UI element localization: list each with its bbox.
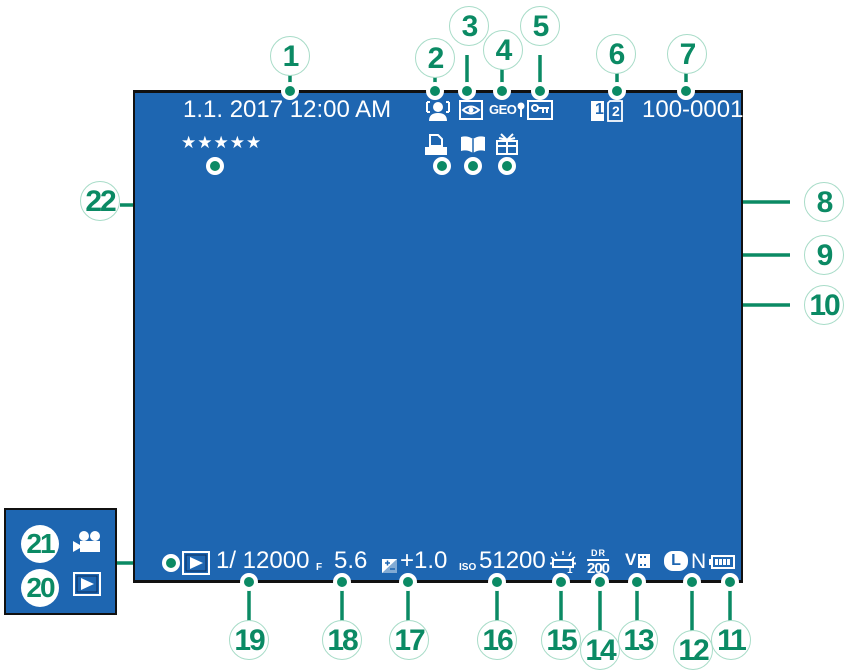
frame-number: 100-0001 — [642, 96, 744, 123]
callout-11: 11 — [711, 620, 751, 660]
iso-prefix: ISO — [459, 562, 477, 573]
callout-10: 10 — [804, 285, 844, 325]
iso-value: 51200 — [479, 547, 546, 574]
callout-19: 19 — [229, 620, 269, 660]
callout-9: 9 — [804, 235, 844, 275]
playback-icon — [182, 551, 210, 575]
callout-13: 13 — [618, 620, 658, 660]
shutter-speed: 1/ 12000 — [216, 547, 310, 574]
exposure-compensation-icon — [382, 559, 397, 573]
callout-2: 2 — [415, 38, 455, 78]
callout-17: 17 — [389, 620, 429, 660]
film-simulation-icon — [638, 554, 650, 568]
camera-playback-screen — [133, 90, 743, 583]
dynamic-range-value: 200 — [587, 559, 610, 577]
film-simulation-value: V — [625, 550, 637, 569]
callout-16: 16 — [477, 620, 517, 660]
aperture-prefix: F — [316, 562, 323, 573]
callout-5: 5 — [520, 6, 560, 46]
location-data-icon — [517, 102, 525, 117]
card-slot-icon — [591, 100, 623, 122]
white-balance-icon — [550, 551, 576, 568]
rating-stars: ★★★★★ — [181, 133, 263, 152]
print-order-icon — [425, 134, 447, 155]
dynamic-range-prefix: DR — [591, 548, 606, 558]
white-balance-sub: 1 — [567, 565, 573, 576]
callout-20: 20 — [21, 569, 59, 607]
playback-mode-inset — [4, 508, 117, 615]
callout-3: 3 — [449, 6, 489, 46]
protect-key-icon — [527, 100, 553, 120]
card-slot-2: 2 — [612, 103, 620, 119]
face-detection-icon — [426, 101, 450, 121]
playback-icon — [73, 572, 101, 596]
battery-icon — [709, 555, 735, 569]
callout-6: 6 — [596, 34, 636, 74]
callout-7: 7 — [667, 34, 707, 74]
red-eye-removal-icon — [459, 100, 483, 120]
movie-icon — [73, 531, 100, 552]
callout-21: 21 — [21, 525, 59, 563]
photobook-icon — [461, 136, 485, 153]
callout-15: 15 — [541, 620, 581, 660]
card-slot-1: 1 — [595, 101, 604, 118]
date-time: 1.1. 2017 12:00 AM — [183, 96, 392, 123]
callout-18: 18 — [322, 620, 362, 660]
gift-image-icon — [496, 133, 518, 155]
callout-8: 8 — [804, 182, 844, 222]
image-size-value: L — [664, 551, 688, 571]
image-quality-value: N — [691, 550, 707, 573]
callout-14: 14 — [580, 630, 620, 670]
aperture-value: 5.6 — [334, 547, 368, 574]
callout-4: 4 — [483, 30, 523, 70]
callout-1: 1 — [270, 36, 310, 76]
callout-22: 22 — [80, 181, 120, 221]
location-data-label: GEO — [489, 102, 517, 117]
exposure-compensation-value: +1.0 — [400, 547, 448, 574]
callout-12: 12 — [673, 630, 713, 670]
